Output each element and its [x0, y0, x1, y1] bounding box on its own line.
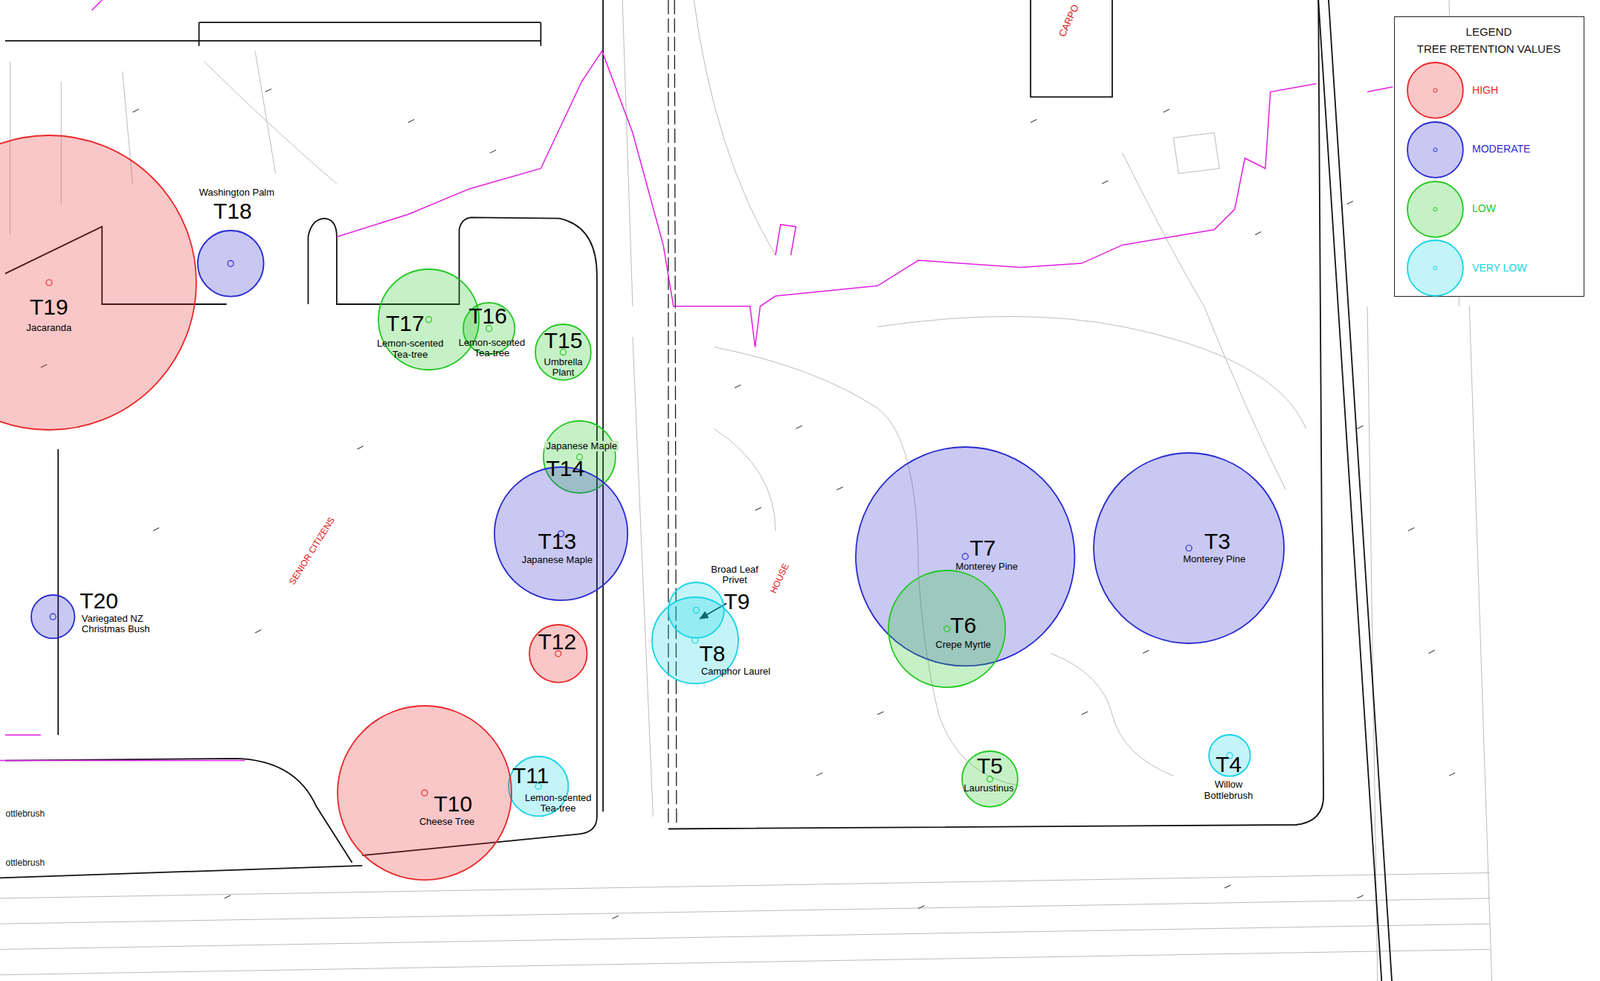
tree-circle: T5Laurustinus	[961, 750, 1019, 808]
species-name: Washington Palm	[199, 187, 275, 198]
canopy-outline	[30, 594, 76, 639]
tree-circle: T20Variegated NZ Christmas Bush	[30, 594, 76, 639]
species-name: Lemon-scented Tea-tree	[456, 337, 528, 360]
tree-number: T15	[544, 327, 583, 353]
legend-swatch	[1406, 121, 1464, 179]
area-label: HOUSE	[768, 562, 792, 595]
tree-number: T13	[537, 528, 577, 554]
canopy-circle	[337, 705, 512, 880]
tree-number: T4	[1215, 750, 1242, 776]
contour-lines	[0, 0, 1493, 981]
species-name: Lemon-scented Tea-tree	[522, 792, 594, 815]
tree-number: T5	[976, 753, 1003, 778]
canopy-circle	[494, 466, 628, 600]
area-label: CARPO	[1057, 2, 1082, 39]
boundary-lines	[0, 0, 1392, 981]
species-name: Monterey Pine	[1182, 553, 1246, 565]
canopy-circle	[31, 594, 75, 638]
species-name: Willow Bottlebrush	[1198, 779, 1258, 801]
legend-title: LEGEND	[1466, 25, 1513, 38]
trunk-marker	[49, 613, 56, 620]
species-name: ottlebrush	[3, 809, 47, 820]
property-line	[0, 0, 1393, 761]
tree-number: T14	[545, 455, 585, 480]
tree-circle: T19Jacaranda	[0, 134, 198, 431]
tree-number: T11	[512, 762, 549, 787]
species-name: Umbrella Plant	[537, 356, 590, 379]
tree-number: T12	[537, 628, 577, 653]
legend-text: HIGH	[1472, 84, 1499, 96]
tree-number: T3	[1204, 528, 1231, 554]
canopy-circle	[0, 135, 197, 430]
canopy-circle	[197, 230, 264, 297]
tree-circle: T4Willow Bottlebrush	[1208, 733, 1252, 777]
tree-number: T7	[969, 534, 996, 560]
species-name: Japanese Maple	[521, 554, 593, 566]
species-name: Broad Leaf Privet	[707, 563, 763, 586]
canopy-outline	[887, 569, 1006, 688]
tree-number: T10	[434, 791, 473, 816]
legend-text: LOW	[1472, 202, 1496, 215]
canopy-circle	[1208, 734, 1251, 777]
canopy-circle	[962, 750, 1018, 807]
tree-number: T16	[468, 303, 508, 328]
trunk-marker	[962, 553, 969, 560]
tree-circle: T3Monterey Pine	[1092, 452, 1285, 644]
legend-text: MODERATE	[1472, 144, 1531, 156]
trunk-marker	[944, 625, 951, 632]
species-name: Jacaranda	[26, 321, 73, 333]
species-name: Laurustinus	[963, 782, 1014, 793]
canopy-circle	[888, 570, 1006, 687]
legend-swatch	[1406, 239, 1464, 297]
tree-number: T6	[950, 611, 977, 637]
tree-circle: T16Lemon-scented Tea-tree	[462, 301, 516, 355]
species-name: Camphor Laurel	[701, 666, 771, 677]
canopy-circle	[1093, 452, 1285, 644]
species-name: Cheese Tree	[419, 816, 475, 827]
species-name: ottlebrush	[3, 857, 47, 868]
legend-text: VERY LOW	[1472, 262, 1527, 274]
tree-circle: T13Japanese Maple	[493, 466, 629, 601]
legend-swatch	[1406, 61, 1464, 119]
species-name: Monterey Pine	[955, 561, 1018, 572]
trunk-marker	[421, 789, 428, 796]
canopy-outline	[0, 134, 198, 431]
trunk-marker	[1185, 544, 1192, 551]
species-name: Variegated NZ Christmas Bush	[81, 612, 170, 635]
area-label: SENIOR CITIZENS	[287, 515, 337, 587]
species-name: Japanese Maple	[544, 440, 619, 452]
legend-swatch	[1406, 180, 1464, 238]
legend-subtitle: TREE RETENTION VALUES	[1417, 43, 1561, 56]
tree-circle: T11Lemon-scented Tea-tree	[507, 755, 569, 817]
tree-number: T17	[385, 310, 425, 335]
tree-circle: T12	[528, 623, 589, 684]
legend-box: HIGH MODERATE LOW VERY LOW	[1394, 16, 1586, 297]
canopy-circle	[535, 324, 592, 380]
dashed-lines	[668, 0, 677, 827]
trunk-marker	[46, 279, 53, 286]
trunk-marker	[227, 260, 234, 267]
tree-circle: T10Cheese Tree	[336, 704, 513, 881]
canopy-circle	[529, 624, 588, 683]
tree-circle: Washington PalmT18	[197, 229, 265, 298]
survey-ticks	[40, 88, 1456, 919]
species-name: Crepe Myrtle	[935, 639, 991, 650]
species-name: Lemon-scented Tea-tree	[374, 338, 446, 360]
canopy-outline	[1092, 452, 1285, 644]
tree-number: T18	[213, 197, 253, 223]
trunk-marker	[692, 637, 699, 644]
tree-number: T9	[723, 588, 750, 614]
tree-number: T8	[698, 640, 725, 666]
tree-number: T20	[79, 587, 119, 612]
tree-circle: T15Umbrella Plant	[534, 323, 592, 381]
trunk-marker	[425, 316, 432, 323]
tree-number: T19	[29, 293, 69, 319]
canopy-outline	[336, 704, 513, 881]
canopy-outline	[197, 229, 265, 298]
tree-circle: T6Crepe Myrtle	[887, 569, 1006, 688]
